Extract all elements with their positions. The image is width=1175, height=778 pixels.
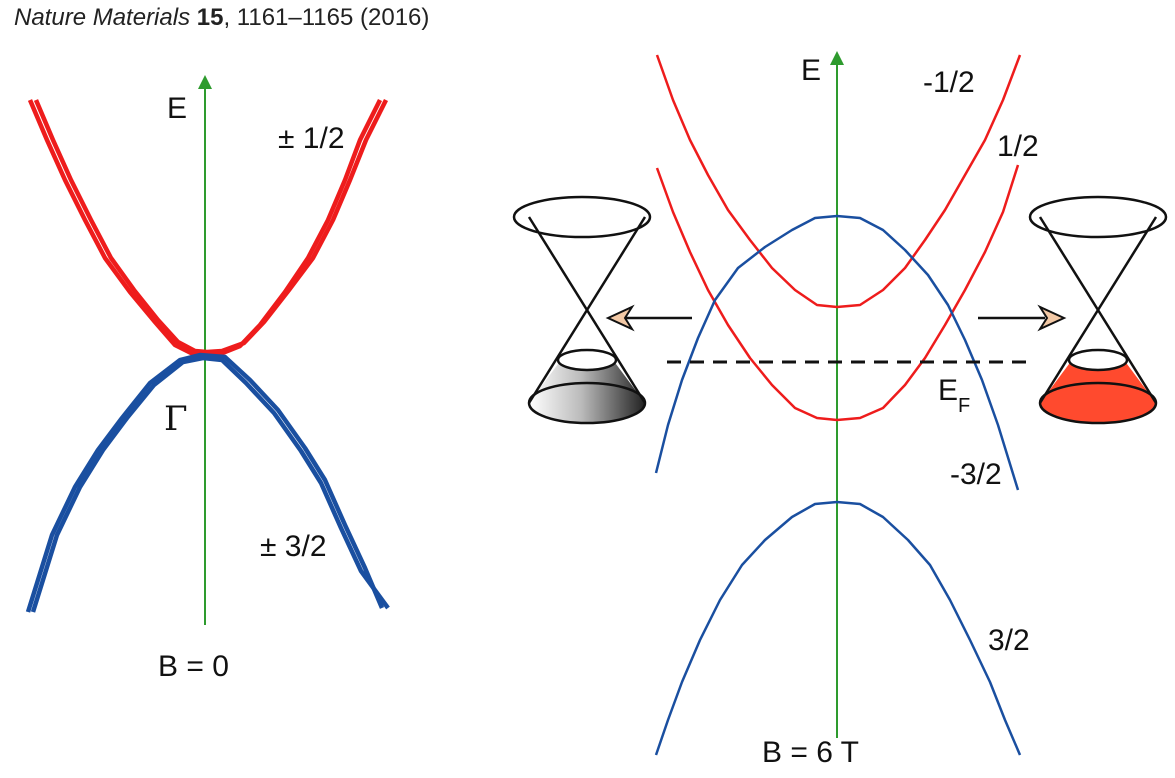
citation: Nature Materials 15, 1161–1165 (2016) [14, 4, 429, 32]
band-label-plus-half: 1/2 [997, 130, 1039, 163]
band-label-minus-half: -1/2 [923, 66, 975, 99]
right-hole-band-plus-three-half [654, 500, 1022, 756]
fermi-level-label: EF [938, 374, 970, 417]
right-panel: E -1/2 1/2 -3/2 3/2 EF B = 6 T [605, 51, 1067, 769]
left-hole-band-a [25, 352, 385, 613]
left-panel: E ± 1/2 Γ ± 3/2 B = 0 [25, 75, 390, 683]
left-axis-label: E [167, 92, 187, 125]
left-lower-band-label: ± 3/2 [260, 530, 327, 563]
right-axis-label: E [801, 54, 821, 87]
citation-pages-year: , 1161–1165 (2016) [223, 4, 430, 31]
dirac-cone-icon [512, 195, 652, 425]
citation-volume: 15 [196, 4, 224, 31]
right-electron-band-plus-half [655, 164, 1020, 422]
left-electron-band-b [33, 98, 389, 355]
dirac-cone-icon [1028, 195, 1168, 425]
right-field-label: B = 6 T [762, 736, 859, 769]
left-field-label: B = 0 [158, 650, 229, 683]
right-hole-band-minus-three-half [654, 214, 1020, 491]
band-label-plus-three-half: 3/2 [988, 624, 1030, 657]
gamma-point-label: Γ [164, 399, 188, 439]
left-upper-band-label: ± 1/2 [278, 122, 345, 155]
right-arrow-icon [978, 304, 1067, 332]
band-label-minus-three-half: -3/2 [950, 458, 1002, 491]
right-electron-band-minus-half [655, 54, 1022, 309]
fermi-level-label-subscript: F [958, 395, 970, 417]
citation-journal: Nature Materials [14, 4, 191, 31]
left-arrow-icon [605, 304, 692, 332]
left-hole-band-b [30, 355, 390, 613]
fermi-level-label-main: E [938, 374, 958, 407]
